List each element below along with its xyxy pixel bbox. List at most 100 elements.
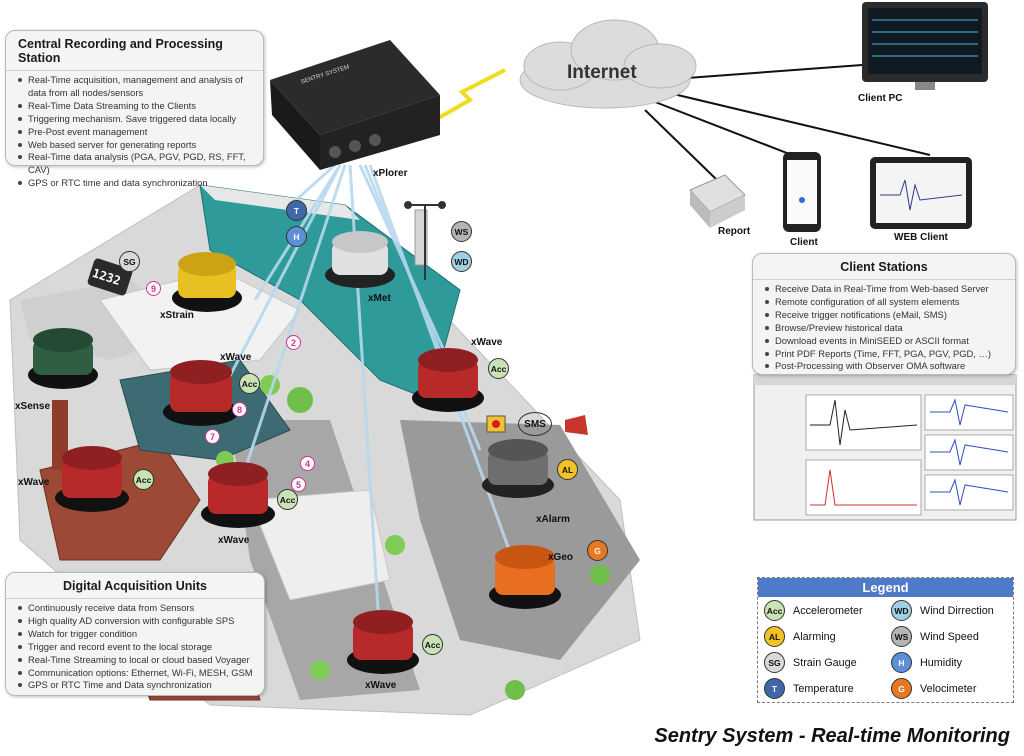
- tree: [505, 680, 525, 700]
- footer-title: Sentry System - Real-time Monitoring: [654, 725, 1010, 747]
- node-number: 5: [291, 477, 306, 492]
- node-number: 8: [232, 402, 247, 417]
- xplorer-device: [270, 40, 440, 170]
- list-item: Post-Processing with Observer OMA softwa…: [765, 360, 1005, 373]
- al-badge: AL: [764, 626, 785, 647]
- acc-badge: Acc: [277, 489, 298, 510]
- node-number: 4: [300, 456, 315, 471]
- list-item: GPS or RTC time and data synchronization: [18, 177, 253, 190]
- legend-label: Wind Speed: [920, 630, 979, 643]
- acc-badge: Acc: [422, 634, 443, 655]
- client-stations-list: Receive Data in Real-Time from Web-based…: [753, 280, 1015, 377]
- xsense-label: xSense: [15, 401, 51, 412]
- g-badge: G: [587, 540, 608, 561]
- white-building: [249, 489, 391, 601]
- xwave-label: xWave: [18, 477, 50, 488]
- printer: [689, 174, 746, 228]
- lightning-link: [434, 68, 506, 122]
- list-item: Download events in MiniSEED or ASCII for…: [765, 335, 1005, 348]
- xwave-unit: [347, 610, 419, 674]
- acc-badge: Acc: [239, 373, 260, 394]
- acquisition-units-title: Digital Acquisition Units: [6, 573, 264, 599]
- legend-label: Temperature: [793, 682, 854, 695]
- wd-badge: WD: [451, 251, 472, 272]
- legend-item: Acc Accelerometer: [764, 600, 863, 621]
- node-number: 2: [286, 335, 301, 350]
- acc-badge: Acc: [488, 358, 509, 379]
- clock-tower: [52, 400, 68, 470]
- teal-building-roof: [200, 185, 360, 220]
- g-badge: G: [891, 678, 912, 699]
- central-station-title: Central Recording and Processing Station: [6, 31, 263, 71]
- ws-badge: WS: [891, 626, 912, 647]
- list-item: Watch for trigger condition: [18, 628, 254, 641]
- tree: [385, 535, 405, 555]
- legend-item: WS Wind Speed: [891, 626, 979, 647]
- list-item: Receive trigger notifications (eMail, SM…: [765, 309, 1005, 322]
- xgeo-label: xGeo: [548, 552, 574, 563]
- xmet-label: xMet: [368, 293, 391, 304]
- legend-label: Strain Gauge: [793, 656, 857, 669]
- legend-item: SG Strain Gauge: [764, 652, 857, 673]
- xstrain-unit: [172, 252, 242, 312]
- t-badge: T: [286, 200, 307, 221]
- xwave-label: xWave: [471, 337, 503, 348]
- xwave-label: xWave: [220, 352, 252, 363]
- xwave-unit: [201, 462, 275, 528]
- sg-badge: SG: [764, 652, 785, 673]
- list-item: Browse/Preview historical data: [765, 322, 1005, 335]
- acc-badge: Acc: [133, 469, 154, 490]
- legend-item: G Velocimeter: [891, 678, 976, 699]
- internet-label: Internet: [567, 62, 637, 83]
- tree: [310, 660, 330, 680]
- legend-label: Humidity: [920, 656, 962, 669]
- xalarm-unit: [482, 439, 554, 498]
- tree: [287, 387, 313, 413]
- list-item: Print PDF Reports (Time, FFT, PGA, PGV, …: [765, 348, 1005, 361]
- weather-station: [404, 201, 446, 280]
- legend-item: T Temperature: [764, 678, 854, 699]
- list-item: Triggering mechanism. Save triggered dat…: [18, 113, 253, 126]
- xwave-label: xWave: [218, 535, 250, 546]
- phone: [783, 152, 821, 232]
- node-number: 7: [205, 429, 220, 444]
- road-surface: [400, 420, 640, 660]
- xwave-unit: [163, 360, 239, 426]
- h-badge: H: [891, 652, 912, 673]
- xwave-label: xWave: [365, 680, 397, 691]
- client-pc-label: Client PC: [858, 93, 903, 104]
- xsense-unit: [28, 328, 98, 389]
- xstrain-label: xStrain: [160, 310, 194, 321]
- legend-item: WD Wind Dirrection: [891, 600, 994, 621]
- observer-software-screenshot: [753, 374, 1017, 521]
- node-number: 9: [146, 281, 161, 296]
- sg-badge: SG: [119, 251, 140, 272]
- legend-label: Wind Dirrection: [920, 604, 994, 617]
- client-stations-panel: Client Stations Receive Data in Real-Tim…: [752, 253, 1016, 375]
- list-item: High quality AD conversion with configur…: [18, 615, 254, 628]
- list-item: Continuously receive data from Sensors: [18, 602, 254, 615]
- legend-label: Velocimeter: [920, 682, 977, 695]
- list-item: Pre-Post event management: [18, 126, 253, 139]
- xgeo-unit: [489, 545, 561, 609]
- network-links: [644, 64, 931, 181]
- list-item: Real-Time acquisition, management and an…: [18, 74, 253, 100]
- acquisition-units-list: Continuously receive data from Sensors H…: [6, 599, 264, 696]
- list-item: Web based server for generating reports: [18, 139, 253, 152]
- legend: Legend Acc Accelerometer WD Wind Dirrect…: [757, 577, 1014, 703]
- alarm-siren: [565, 415, 588, 435]
- acc-badge: Acc: [764, 600, 785, 621]
- list-item: Receive Data in Real-Time from Web-based…: [765, 283, 1005, 296]
- client-pc-monitor: [862, 2, 988, 90]
- internet-cloud: [519, 19, 697, 109]
- alarm-button: [492, 420, 500, 428]
- web-client-label: WEB Client: [894, 232, 948, 243]
- al-badge: AL: [557, 459, 578, 480]
- legend-label: Alarming: [793, 630, 836, 643]
- acquisition-units-panel: Digital Acquisition Units Continuously r…: [5, 572, 265, 696]
- xmet-unit: [325, 231, 395, 288]
- tree: [590, 565, 610, 585]
- client-stations-title: Client Stations: [753, 254, 1015, 280]
- list-item: Real-Time Streaming to local or cloud ba…: [18, 654, 254, 667]
- sms-bubble: SMS: [518, 412, 552, 436]
